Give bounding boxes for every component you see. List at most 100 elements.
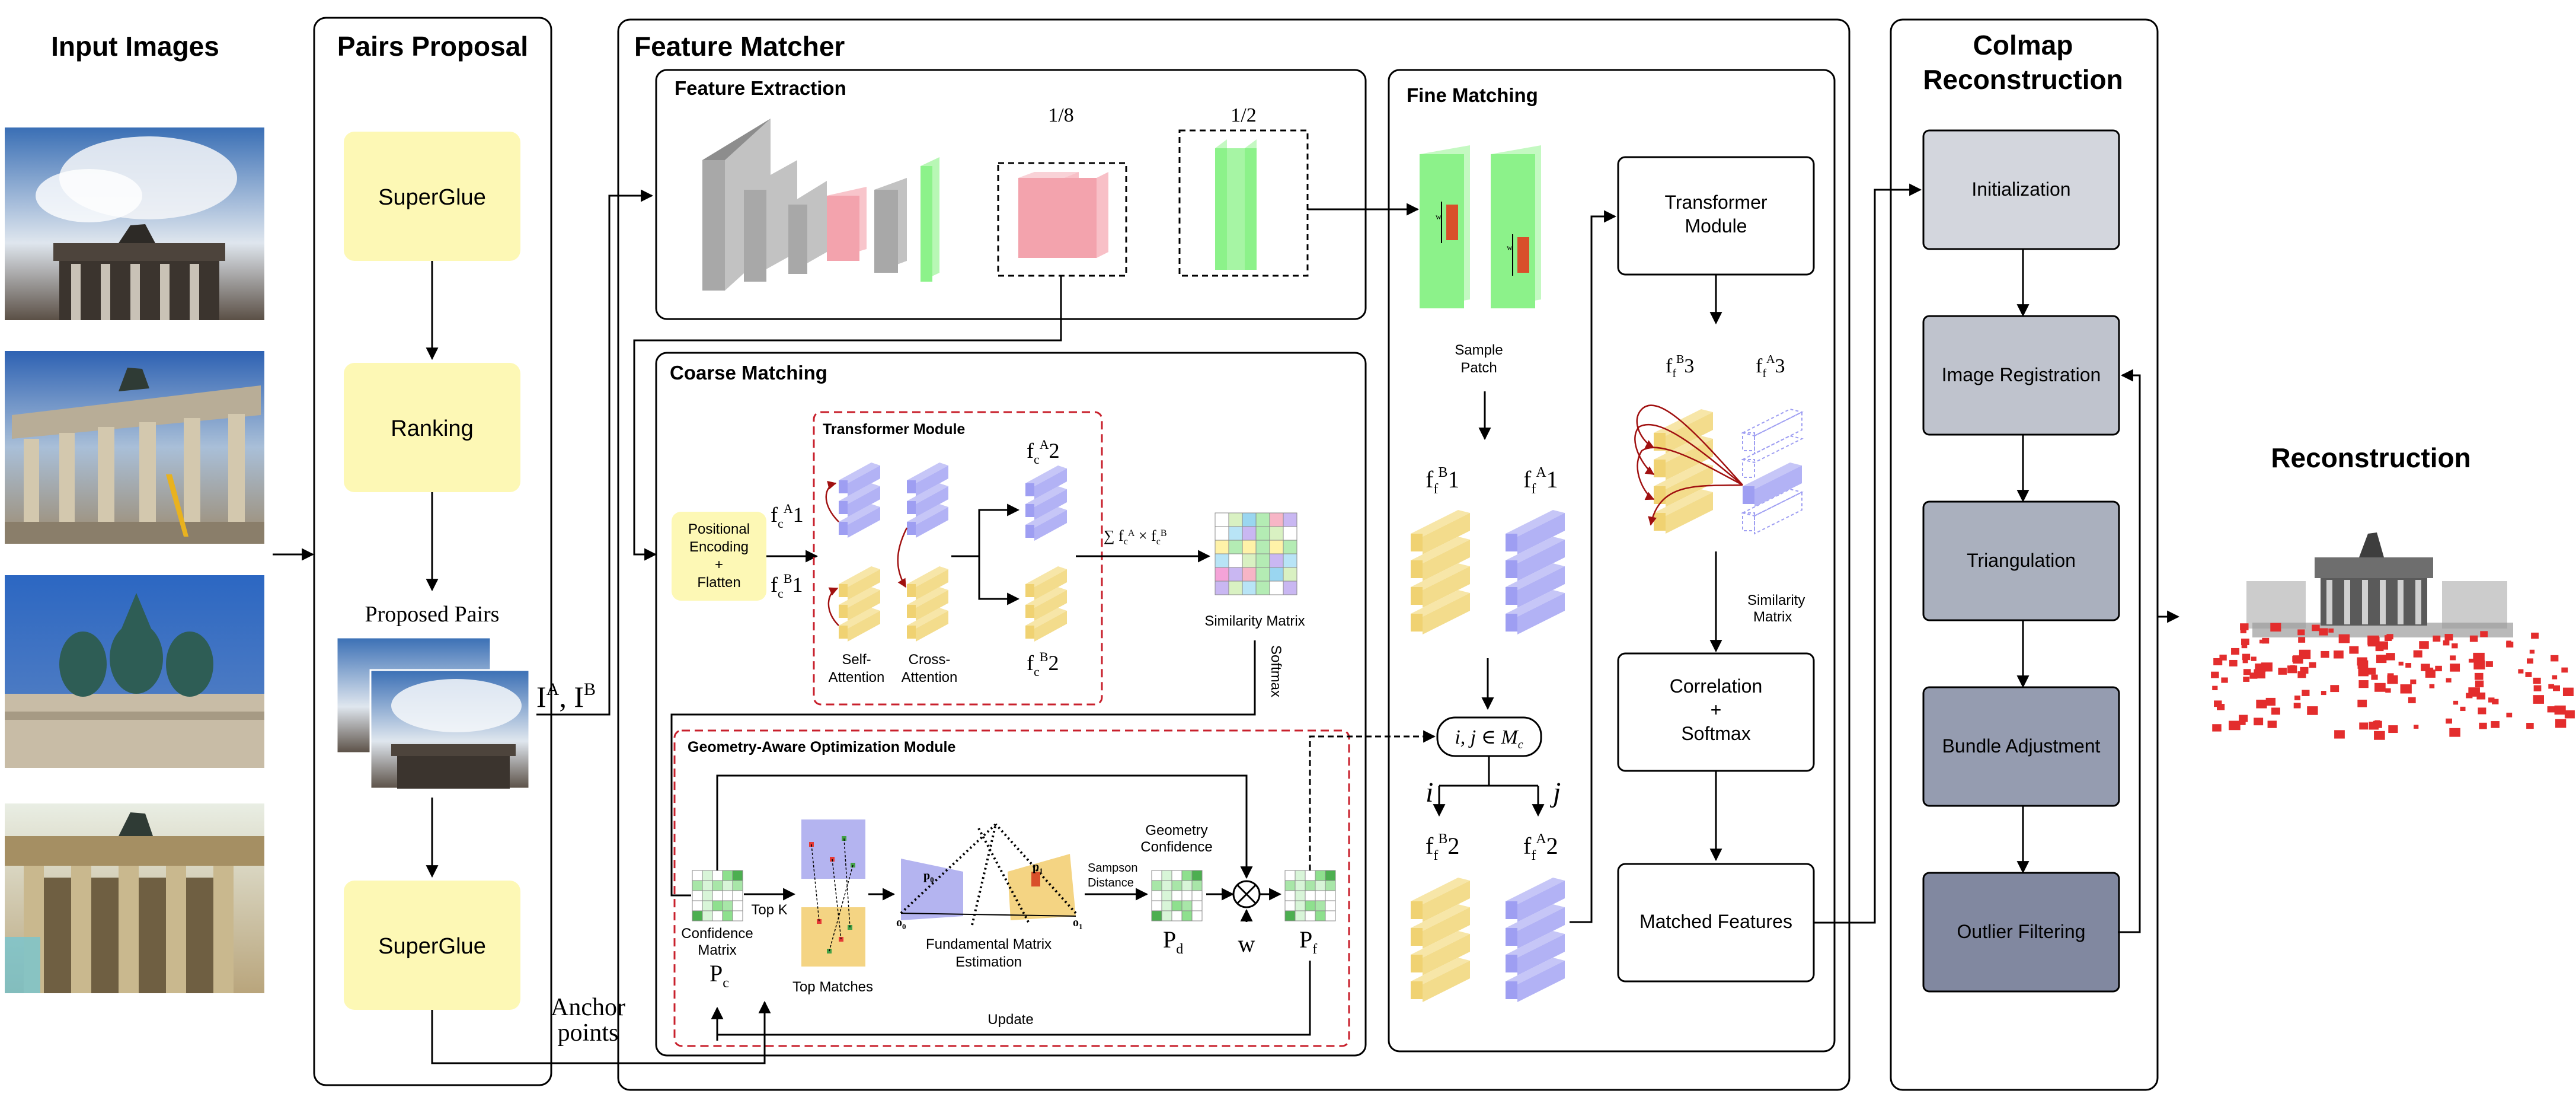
fine-purple-stack-3 — [1741, 408, 1804, 535]
matrix-cell — [1315, 890, 1326, 901]
camera-frustum — [2367, 635, 2379, 645]
matrix-cell — [1171, 910, 1182, 921]
matrix-cell — [1325, 890, 1336, 901]
coarse-feature-blocks — [1018, 172, 1108, 258]
camera-frustum — [2376, 655, 2387, 664]
w-label-b: w — [1507, 244, 1513, 253]
multiply-operator — [1232, 880, 1261, 908]
similarity-matrix-grid — [1215, 512, 1297, 595]
matrix-cell — [1181, 870, 1193, 881]
ff-a3-label: ffA3 — [1756, 353, 1785, 380]
camera-frustum — [2408, 697, 2416, 703]
camera-frustum — [2526, 658, 2533, 664]
camera-frustum — [2479, 722, 2487, 729]
camera-frustum — [2473, 660, 2485, 669]
camera-frustum — [2307, 706, 2318, 715]
matrix-cell — [1295, 870, 1306, 881]
camera-frustum — [2270, 623, 2281, 632]
camera-frustum — [2243, 677, 2250, 682]
matrix-cell — [702, 880, 713, 891]
camera-frustum — [2241, 643, 2248, 649]
matrix-cell — [1283, 526, 1297, 541]
matrix-cell — [1269, 567, 1284, 582]
matrix-cell — [1181, 910, 1193, 921]
camera-frustum — [2321, 691, 2326, 696]
matrix-cell — [722, 910, 733, 921]
matrix-cell — [1315, 910, 1326, 921]
matrix-cell — [1161, 890, 1172, 901]
camera-frustum — [2529, 649, 2535, 654]
similarity-matrix-label: Similarity Matrix — [1204, 613, 1305, 629]
fine-feature-blocks — [1215, 139, 1257, 270]
matrix-cell — [712, 900, 723, 911]
camera-frustum — [2480, 631, 2488, 637]
matrix-cell — [1284, 880, 1296, 891]
fine-feature-box — [1178, 129, 1309, 277]
matrix-cell — [702, 910, 713, 921]
camera-frustum — [2398, 661, 2404, 666]
matrix-cell — [1255, 567, 1270, 582]
o1-label: o1 — [1073, 916, 1083, 931]
w-label: w — [1238, 930, 1255, 957]
fc-b2-label: fcB2 — [1027, 649, 1059, 679]
camera-frustum — [2229, 659, 2238, 666]
camera-frustum — [2475, 680, 2484, 688]
matrix-cell — [1215, 581, 1229, 595]
geometry-confidence-line2: Confidence — [1140, 839, 1212, 855]
matrix-cell — [692, 910, 703, 921]
camera-frustum — [2474, 672, 2484, 680]
matrix-cell — [1191, 910, 1203, 921]
matrix-cell — [1283, 581, 1297, 595]
pairs-proposal-panel — [313, 17, 552, 1086]
matrix-cell — [1305, 880, 1316, 891]
camera-frustum — [2478, 707, 2486, 715]
fine-gold-stack-1 — [1411, 510, 1470, 634]
pair-label: IA, IB — [536, 680, 596, 713]
correlation-line3: Softmax — [1681, 723, 1750, 744]
camera-frustum — [2265, 697, 2276, 706]
camera-frustum — [2219, 654, 2227, 661]
camera-frustum — [2229, 720, 2241, 731]
matrix-cell — [1305, 900, 1316, 911]
matrix-cell — [1171, 880, 1182, 891]
p1-label: p1 — [1033, 860, 1043, 875]
j-label: j — [1549, 777, 1561, 808]
matrix-cell — [1242, 526, 1257, 541]
w-label-a: w — [1436, 213, 1442, 222]
camera-frustum — [2321, 650, 2329, 658]
matrix-cell — [702, 890, 713, 901]
pe-line3: + — [715, 557, 723, 573]
matrix-cell — [692, 900, 703, 911]
camera-frustum — [2552, 685, 2560, 691]
camera-frustum — [2552, 675, 2558, 680]
matrix-cell — [712, 870, 723, 881]
camera-frustum — [2551, 655, 2559, 662]
camera-frustum — [2405, 663, 2412, 668]
fine-gold-stack-2 — [1411, 878, 1470, 1002]
scale-coarse-label: 1/8 — [1048, 104, 1073, 126]
input-image-4 — [5, 803, 264, 993]
top-k-label: Top K — [751, 902, 787, 918]
matrix-cell — [1191, 880, 1203, 891]
gold-stack-2 — [907, 566, 948, 642]
camera-frustum — [2217, 704, 2225, 710]
matrix-cell — [1228, 567, 1243, 582]
matrix-cell — [1171, 900, 1182, 911]
matrix-cell — [722, 880, 733, 891]
camera-frustum — [2492, 699, 2499, 704]
transformer-module-title: Transformer Module — [823, 421, 965, 438]
matrix-cell — [712, 910, 723, 921]
camera-frustum — [2375, 645, 2384, 652]
camera-frustum — [2387, 673, 2394, 678]
input-image-1 — [5, 127, 264, 320]
camera-frustum — [2518, 669, 2524, 674]
camera-frustum — [2450, 655, 2456, 661]
camera-frustum — [2299, 649, 2311, 659]
self-attention-line2: Attention — [829, 669, 885, 685]
camera-frustum — [2385, 688, 2391, 693]
camera-frustum — [2433, 635, 2441, 642]
camera-frustum — [2271, 707, 2280, 715]
matrix-cell — [1325, 900, 1336, 911]
camera-frustum — [2450, 664, 2460, 672]
reconstruction-point-cloud — [2211, 532, 2575, 740]
